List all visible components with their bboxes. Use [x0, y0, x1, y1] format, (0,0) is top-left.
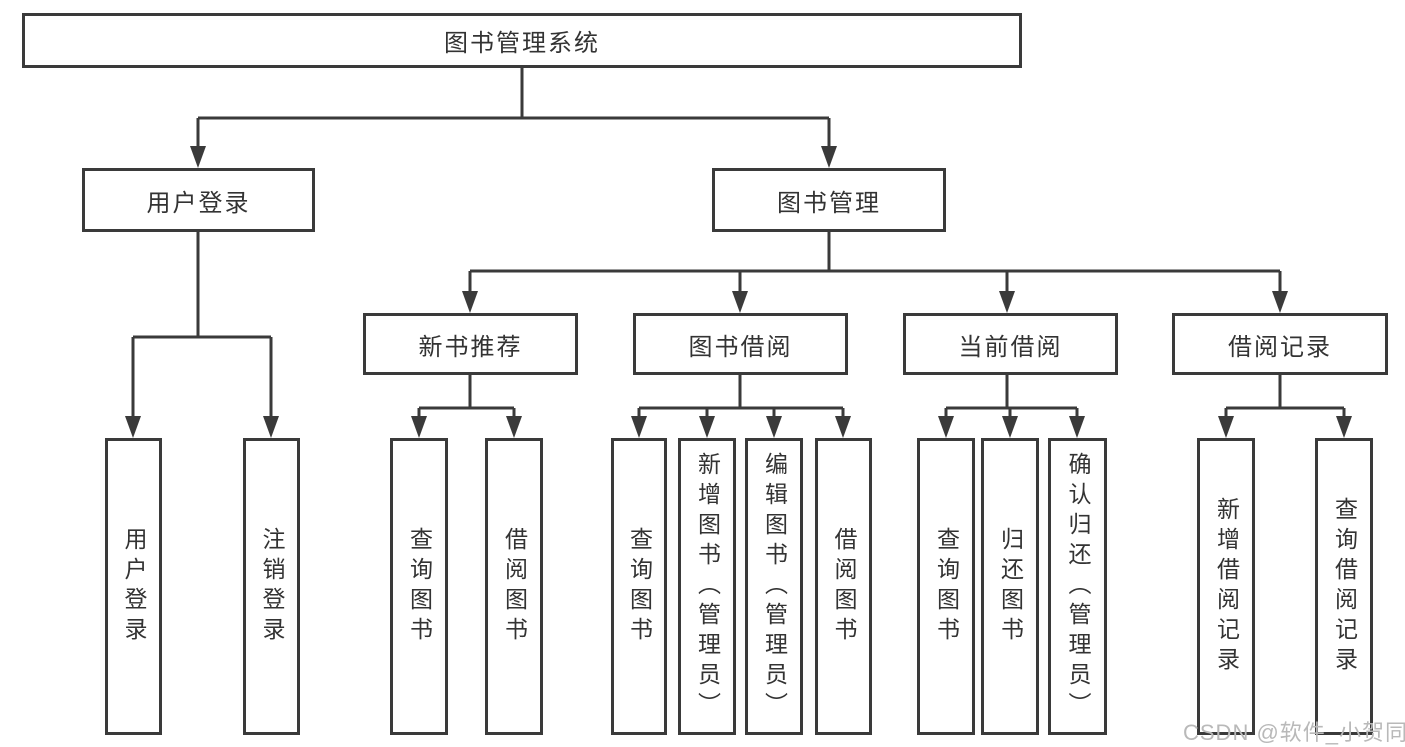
node-user-login-label: 用户登录 — [146, 189, 251, 217]
node-leaf-query-borrow-record-label: 查询借阅记录 — [1331, 496, 1358, 677]
node-leaf-user-login-label: 用户登录 — [121, 526, 147, 647]
connector-root-to-level2 — [190, 68, 837, 168]
node-leaf-query-books-rec-label: 查询图书 — [406, 526, 433, 647]
node-leaf-query-books-borrow: 查询图书 — [611, 438, 667, 735]
node-leaf-confirm-return-admin: 确认归还（管理员） — [1048, 438, 1107, 735]
node-leaf-query-books-current: 查询图书 — [917, 438, 975, 735]
node-new-book-rec: 新书推荐 — [363, 313, 578, 375]
node-current-borrow-label: 当前借阅 — [958, 333, 1063, 361]
node-leaf-query-borrow-record: 查询借阅记录 — [1315, 438, 1373, 735]
node-leaf-add-books-admin: 新增图书（管理员） — [678, 438, 736, 735]
node-leaf-query-books-rec: 查询图书 — [390, 438, 448, 735]
connector-borrow-records-to-leaves — [1218, 375, 1352, 438]
connector-new-book-rec-to-leaves — [411, 375, 522, 438]
node-leaf-user-login: 用户登录 — [105, 438, 162, 735]
node-leaf-borrow-books-borrow-label: 借阅图书 — [831, 526, 857, 647]
node-leaf-borrow-books-rec: 借阅图书 — [485, 438, 543, 735]
node-current-borrow: 当前借阅 — [903, 313, 1118, 375]
node-leaf-logout-label: 注销登录 — [259, 526, 285, 647]
node-borrow-records: 借阅记录 — [1172, 313, 1388, 375]
node-new-book-rec-label: 新书推荐 — [418, 333, 523, 361]
node-leaf-borrow-books-rec-label: 借阅图书 — [501, 526, 528, 647]
node-root-system-label: 图书管理系统 — [444, 30, 600, 57]
csdn-watermark: CSDN @软件_小贺同学 — [1183, 720, 1405, 745]
node-book-borrow-label: 图书借阅 — [688, 333, 793, 361]
node-leaf-query-books-current-label: 查询图书 — [933, 526, 960, 647]
node-leaf-edit-books-admin: 编辑图书（管理员） — [745, 438, 803, 735]
connector-user-login-to-leaves — [125, 232, 279, 438]
node-leaf-borrow-books-borrow: 借阅图书 — [815, 438, 872, 735]
node-root-system: 图书管理系统 — [22, 13, 1022, 68]
node-leaf-add-books-admin-label: 新增图书（管理员） — [694, 451, 721, 722]
node-leaf-return-books-label: 归还图书 — [997, 526, 1024, 647]
node-book-mgmt-label: 图书管理 — [777, 189, 881, 217]
node-book-borrow: 图书借阅 — [633, 313, 848, 375]
connector-book-mgmt-to-level3 — [462, 232, 1288, 313]
node-borrow-records-label: 借阅记录 — [1228, 333, 1332, 361]
node-leaf-confirm-return-admin-label: 确认归还（管理员） — [1065, 451, 1091, 722]
node-user-login: 用户登录 — [82, 168, 315, 232]
connector-book-borrow-to-leaves — [631, 375, 851, 438]
connector-current-borrow-to-leaves — [938, 375, 1085, 438]
node-leaf-edit-books-admin-label: 编辑图书（管理员） — [761, 451, 788, 722]
node-leaf-return-books: 归还图书 — [981, 438, 1039, 735]
node-leaf-add-borrow-record-label: 新增借阅记录 — [1213, 496, 1240, 677]
node-leaf-query-books-borrow-label: 查询图书 — [626, 526, 653, 647]
node-leaf-logout: 注销登录 — [243, 438, 300, 735]
node-leaf-add-borrow-record: 新增借阅记录 — [1197, 438, 1255, 735]
node-book-mgmt: 图书管理 — [712, 168, 946, 232]
